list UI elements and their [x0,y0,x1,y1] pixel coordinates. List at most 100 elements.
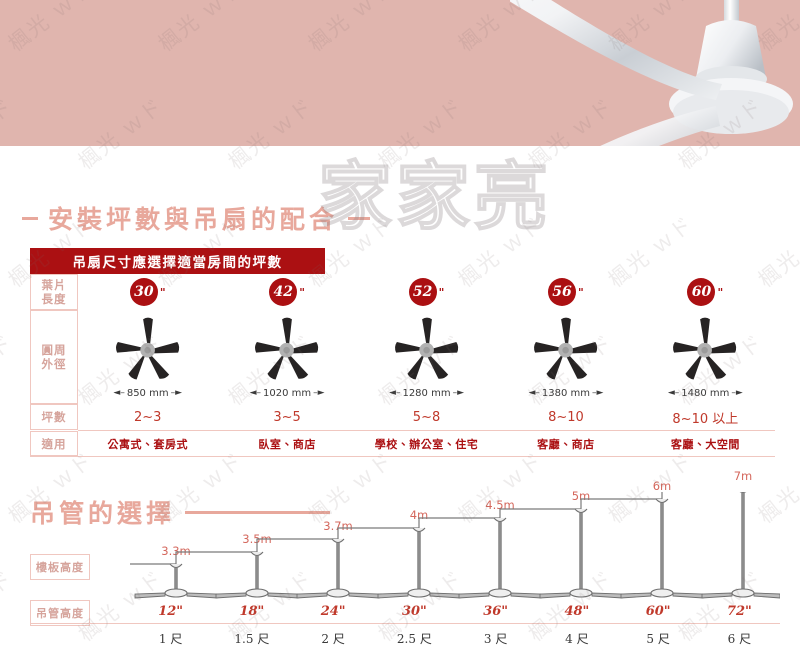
size-badge-1: 42 " [269,278,305,306]
dim-arrow-right-1: –► [313,387,325,398]
size-badge-3: 56 " [548,278,584,306]
row-label-line1: 葉片 [41,277,67,292]
badge-unit-2: " [438,286,445,299]
dim-arrow-right-4: –► [731,387,743,398]
table-row-blade-length: 葉片 長度 30 " 42 " [30,274,775,310]
dimension-2: ◄– 1280 mm –► [389,388,464,399]
row-label-diam-line2: 外徑 [41,357,67,371]
table-row-diameter: 圓周 外徑 [30,310,775,404]
row-label-diameter: 圓周 外徑 [30,310,78,404]
downrod-chi-0: 1 尺 [158,632,183,646]
dim-arrow-left-3: ◄– [528,387,540,398]
dimension-value-0: 850 mm [126,387,169,399]
cell-use-3: 客廳、商店 [537,437,595,451]
cell-badge-0: 30 " [78,274,217,310]
downrod-inch-row: 12" 18" 24" 30" 36" 48" 60" 72" [130,604,780,619]
cell-fan-3: ◄– 1380 mm –► [496,310,635,404]
downrod-inch-7: 72" [726,604,752,619]
row-label-downrod-height: 吊管高度 [30,600,90,626]
ping-cells: 2~3 3~5 5~8 8~10 8~10 以上 [78,404,775,430]
row-label-ceiling-height: 樓板高度 [30,554,90,580]
downrod-inch-6: 60" [645,604,671,619]
downrod-inch-1: 18" [239,604,265,619]
table-row-ping: 坪數 2~3 3~5 5~8 8~10 8~10 以上 [30,404,775,430]
fan-blades-icon-4 [673,317,737,379]
row-label-diam-line1: 圓周 [41,342,67,357]
badge-number-3: 56 [548,278,577,306]
dim-arrow-right-0: –► [170,387,182,398]
badge-number-2: 52 [408,278,437,306]
dim-arrow-left-1: ◄– [249,387,262,398]
ceiling-label-2: 3.7m [323,519,353,533]
downrod-inch-5: 48" [564,604,590,619]
cell-ping-2: 5~8 [412,409,441,425]
downrod-chi-6: 5 尺 [646,632,670,646]
use-cells: 公寓式、套房式 臥室、商店 學校、辦公室、住宅 客廳、商店 客廳、大空間 [78,431,775,456]
dimension-value-3: 1380 mm [541,387,590,399]
fan-blades-icon-2 [394,317,458,379]
section2-title: 吊管的選擇 [30,499,176,528]
badge-unit-3: " [578,286,584,299]
cell-ping-0: 2~3 [133,409,162,425]
downrod-inch-0: 12" [158,604,184,619]
cell-ping-4: 8~10 以上 [672,411,739,427]
size-badge-4: 60 " [687,278,723,306]
downrod-chi-5: 4 尺 [565,632,589,646]
downrod-chart: 3.3m 3.5m 3.7m 4m 4.5m 5m 6m 7m [30,469,780,652]
downrod-inch-2: 24" [320,604,346,619]
fan-unit-5 [539,508,623,599]
fan-unit-1 [215,551,299,599]
ceiling-label-0: 3.3m [161,544,191,558]
cell-badge-1: 42 " [217,274,356,310]
fan-blades-icon-0 [115,317,179,379]
fan-size-table: 吊扇尺寸應選擇適當房間的坪數 葉片 長度 30 " [30,248,775,458]
dimension-value-2: 1280 mm [402,387,451,399]
downrod-chi-3: 2.5 尺 [396,632,432,646]
row-label-use: 適用 [30,431,78,457]
table-body: 葉片 長度 30 " 42 " [30,274,775,458]
row-label-blade-length: 葉片 長度 [30,274,78,310]
badge-number-0: 30 [129,278,158,306]
downrod-inch-3: 30" [401,604,427,619]
fan-unit-6 [620,498,704,599]
table-banner: 吊扇尺寸應選擇適當房間的坪數 [30,248,325,274]
fan-unit-4 [458,517,542,599]
dim-arrow-left-2: ◄– [389,387,401,398]
section1-title-row: 安裝坪數與吊扇的配合 [22,200,371,236]
badge-unit-0: " [159,286,166,299]
dim-arrow-left-4: ◄– [667,387,680,398]
fan-unit-2 [296,538,380,599]
size-badge-2: 52 " [408,278,445,306]
tile-watermark: 楓光 ｗド [0,565,19,646]
cell-use-4: 客廳、大空間 [670,437,740,451]
fan-cells: ◄– 850 mm –► [78,310,775,404]
table-divider-2 [30,456,775,458]
cell-badge-3: 56 " [496,274,635,310]
dim-arrow-right-3: –► [591,387,604,398]
downrod-chi-row: 1 尺 1.5 尺 2 尺 2.5 尺 3 尺 4 尺 5 尺 6 尺 [130,630,780,647]
section2-title-rule [185,510,331,514]
dimension-0: ◄– 850 mm –► [113,388,182,399]
downrod-diagram [130,492,780,599]
fan-unit-0 [134,563,218,599]
downrod-chi-7: 6 尺 [727,632,752,646]
ceiling-label-7: 7m [733,469,753,483]
badge-unit-1: " [299,286,305,299]
cell-fan-4: ◄– 1480 mm –► [636,310,775,404]
badge-number-4: 60 [687,278,716,306]
downrod-chi-1: 1.5 尺 [234,632,270,646]
cell-badge-4: 60 " [636,274,775,310]
cell-fan-1: ◄– 1020 mm –► [217,310,356,404]
tile-watermark: 楓光 ｗド [0,329,19,410]
fan-unit-3 [377,527,461,599]
dim-arrow-right-2: –► [452,387,464,398]
cell-use-1: 臥室、商店 [258,437,316,451]
title-rule-left [22,216,38,220]
row-label-line2: 長度 [41,292,67,306]
downrod-chi-2: 2 尺 [321,632,345,646]
size-badge-0: 30 " [129,278,166,306]
cell-use-2: 學校、辦公室、住宅 [374,437,479,451]
downrod-inch-4: 36" [483,604,509,619]
dimension-1: ◄– 1020 mm –► [250,388,325,399]
